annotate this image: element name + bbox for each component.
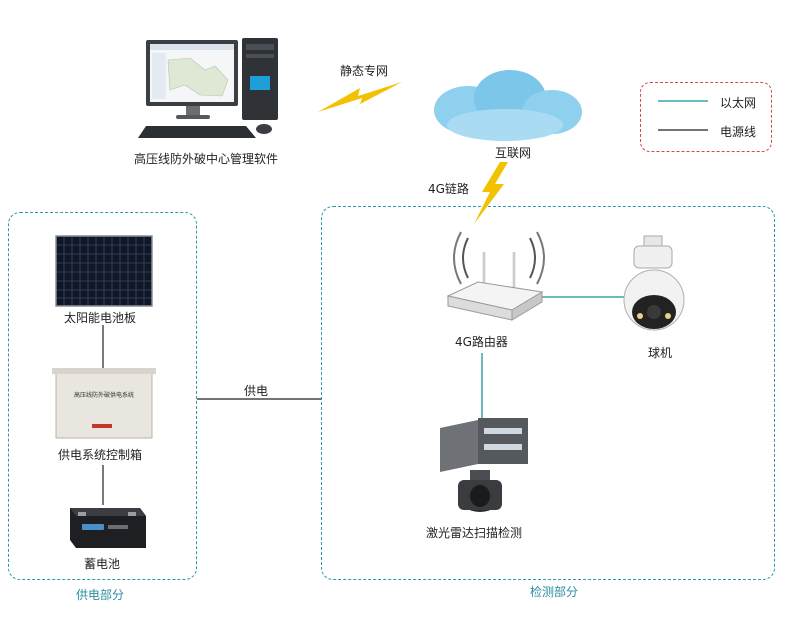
camera-label: 球机 bbox=[648, 346, 673, 360]
controller-nameplate: 高压线防外破供电系统 bbox=[73, 392, 134, 399]
solar-panel-label: 太阳能电池板 bbox=[64, 311, 137, 325]
static-net-lightning-icon bbox=[318, 82, 402, 112]
legend-ethernet-label: 以太网 bbox=[720, 96, 757, 110]
static-net-label: 静态专网 bbox=[340, 64, 389, 78]
4g-link-label: 4G链路 bbox=[428, 182, 469, 196]
4g-router-icon bbox=[446, 231, 545, 321]
management-workstation-icon bbox=[138, 38, 278, 138]
control-box-label: 供电系统控制箱 bbox=[58, 448, 143, 462]
solar-panel-icon bbox=[55, 235, 153, 307]
control-box-icon bbox=[52, 368, 156, 439]
internet-label: 互联网 bbox=[495, 146, 532, 160]
4g-link-lightning-icon bbox=[474, 162, 508, 224]
lidar-scanner-icon bbox=[440, 418, 528, 512]
legend-box bbox=[640, 82, 772, 152]
power-section-box bbox=[8, 212, 197, 580]
battery-icon bbox=[70, 508, 146, 548]
center-software-label: 高压线防外破中心管理软件 bbox=[134, 152, 279, 166]
internet-cloud-icon bbox=[434, 70, 582, 141]
battery-label: 蓄电池 bbox=[84, 557, 121, 571]
power-section-title: 供电部分 bbox=[76, 588, 125, 602]
dome-camera-icon bbox=[623, 235, 685, 331]
power-supply-label: 供电 bbox=[244, 384, 269, 398]
detection-section-box bbox=[321, 206, 775, 580]
legend-power-label: 电源线 bbox=[720, 125, 757, 139]
router-label: 4G路由器 bbox=[455, 335, 508, 349]
detection-section-title: 检测部分 bbox=[530, 585, 579, 599]
lidar-label: 激光雷达扫描检测 bbox=[426, 526, 523, 540]
